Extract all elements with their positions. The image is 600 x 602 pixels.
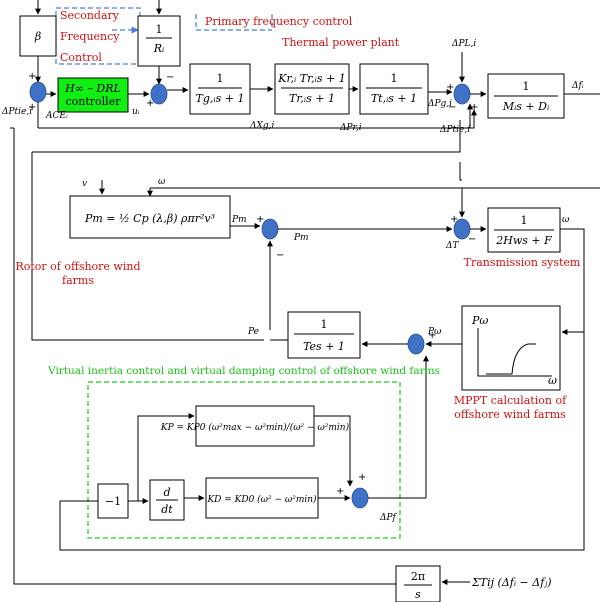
sign-ace-top: + bbox=[28, 71, 36, 82]
sign-df-top: + bbox=[358, 472, 366, 483]
power-system-num: 1 bbox=[523, 80, 530, 93]
tie-integrator-num: 2π bbox=[411, 570, 425, 583]
sign-df-left: + bbox=[336, 486, 344, 497]
sig-dpl: ΔPL,i bbox=[451, 39, 476, 49]
sig-dt: ΔT bbox=[445, 241, 459, 251]
sign-power-left: + bbox=[446, 82, 454, 93]
kp-block bbox=[195, 405, 315, 447]
virtual-inertia-label: Virtual inertia control and virtual damp… bbox=[47, 365, 440, 377]
sig-dptie-left: ΔPtie,i bbox=[1, 107, 32, 117]
sign-trans-left: + bbox=[450, 214, 458, 225]
df-sum-junction bbox=[351, 487, 369, 509]
sig-pw: Pω bbox=[427, 327, 442, 337]
sig-ace: ACEᵢ bbox=[45, 111, 68, 121]
mppt-omega-axis: ω bbox=[548, 374, 557, 387]
power-sum-junction bbox=[453, 83, 471, 105]
droop-den: Rᵢ bbox=[153, 42, 165, 55]
secondary-label-2: Frequency bbox=[60, 30, 120, 43]
mppt-label-2: offshore wind farms bbox=[454, 408, 566, 421]
hinf-drl-controller-block bbox=[57, 77, 129, 113]
virtual-inertia-frame bbox=[87, 381, 401, 539]
rotor-model-eq: Pm = ½ Cp (λ,β) ρπr²v³ bbox=[84, 212, 215, 225]
mppt-label-1: MPPT calculation of bbox=[454, 394, 567, 407]
sign-power-bottom-left: − bbox=[448, 102, 456, 113]
sig-dpg: ΔPg,i bbox=[427, 99, 452, 109]
sig-v: v bbox=[82, 179, 87, 189]
sig-dxg: ΔXg,i bbox=[249, 121, 275, 131]
sig-omega-right: ω bbox=[562, 215, 570, 225]
mppt-curve bbox=[486, 343, 536, 375]
rotor-label-2: farms bbox=[62, 274, 94, 287]
rotor-label-1: Rotor of offshore wind bbox=[15, 260, 140, 273]
hinf-drl-line2: controller bbox=[66, 95, 122, 108]
pe-sum-junction bbox=[407, 333, 425, 355]
sign-trans-bottom: − bbox=[468, 234, 476, 245]
transmission-num: 1 bbox=[521, 214, 528, 227]
beta-block bbox=[19, 15, 57, 57]
sig-tie-sum: ΣTij (Δfᵢ − Δfⱼ) bbox=[471, 576, 551, 589]
tie-integrator-den: s bbox=[415, 588, 421, 601]
droop-num: 1 bbox=[156, 23, 163, 36]
transmission-den: 2Hws + F bbox=[495, 234, 552, 247]
sign-ace-bottom: + bbox=[28, 102, 36, 113]
sig-pe: Pe bbox=[247, 327, 259, 337]
rotor-model-block bbox=[69, 195, 231, 239]
reheat-den: Tr,ᵢs + 1 bbox=[289, 92, 335, 105]
sig-pm-in: Pm bbox=[293, 233, 309, 243]
reheat-block bbox=[274, 63, 350, 115]
beta-label: β bbox=[34, 30, 41, 43]
governor-num: 1 bbox=[217, 72, 224, 85]
reheat-num: Kr,ᵢ Tr,ᵢs + 1 bbox=[277, 72, 345, 85]
thermal-plant-label: Thermal power plant bbox=[282, 36, 400, 49]
secondary-label-1: Secondary bbox=[60, 9, 120, 22]
derivative-den: dt bbox=[161, 503, 173, 516]
gain-neg-one: −1 bbox=[105, 495, 121, 508]
primary-frequency-label: Primary frequency control bbox=[205, 15, 353, 28]
kp-eq: KP = KP0 (ω²max − ω²min)/(ω² − ω²min) bbox=[160, 422, 350, 433]
sign-pm-bottom: − bbox=[276, 250, 284, 261]
sig-dpr: ΔPr,i bbox=[339, 123, 362, 133]
sign-power-bottom: + bbox=[470, 102, 478, 113]
pe-filter-num: 1 bbox=[321, 318, 328, 331]
sign-pe-right: + bbox=[428, 330, 436, 341]
sign-pm-left: + bbox=[256, 214, 264, 225]
pm-sum-junction bbox=[261, 218, 279, 240]
sig-df: ΔPf bbox=[379, 513, 398, 523]
hinf-drl-line1: H∞ – DRL bbox=[64, 82, 121, 95]
kd-eq: KD = KD0 (ω² − ω²min) bbox=[206, 494, 317, 505]
turbine-block bbox=[359, 63, 429, 115]
sig-dfi: Δfᵢ bbox=[571, 81, 584, 91]
power-system-den: Mᵢs + Dᵢ bbox=[502, 100, 549, 113]
pe-filter-den: Tes + 1 bbox=[303, 340, 345, 353]
mppt-pw-axis: Pω bbox=[471, 314, 488, 327]
sign-ctrl-top: − bbox=[166, 72, 174, 83]
sign-ctrl-left: + bbox=[146, 98, 154, 109]
sig-pm-out: Pm bbox=[231, 215, 247, 225]
secondary-label-3: Control bbox=[60, 51, 102, 64]
pe-filter-block bbox=[287, 311, 361, 359]
tie-integrator-block bbox=[395, 565, 441, 602]
sig-ui: uᵢ bbox=[132, 107, 140, 117]
turbine-den: Tt,ᵢs + 1 bbox=[371, 92, 417, 105]
derivative-num: d bbox=[163, 486, 170, 499]
turbine-num: 1 bbox=[391, 72, 398, 85]
sig-dptie-right: ΔPtie,i bbox=[439, 125, 470, 135]
transmission-label: Transmission system bbox=[464, 256, 581, 269]
kd-block bbox=[205, 477, 319, 519]
sig-omega-top: ω bbox=[158, 177, 166, 187]
ace-sum-junction bbox=[29, 81, 47, 103]
governor-den: Tg,ᵢs + 1 bbox=[196, 92, 245, 105]
